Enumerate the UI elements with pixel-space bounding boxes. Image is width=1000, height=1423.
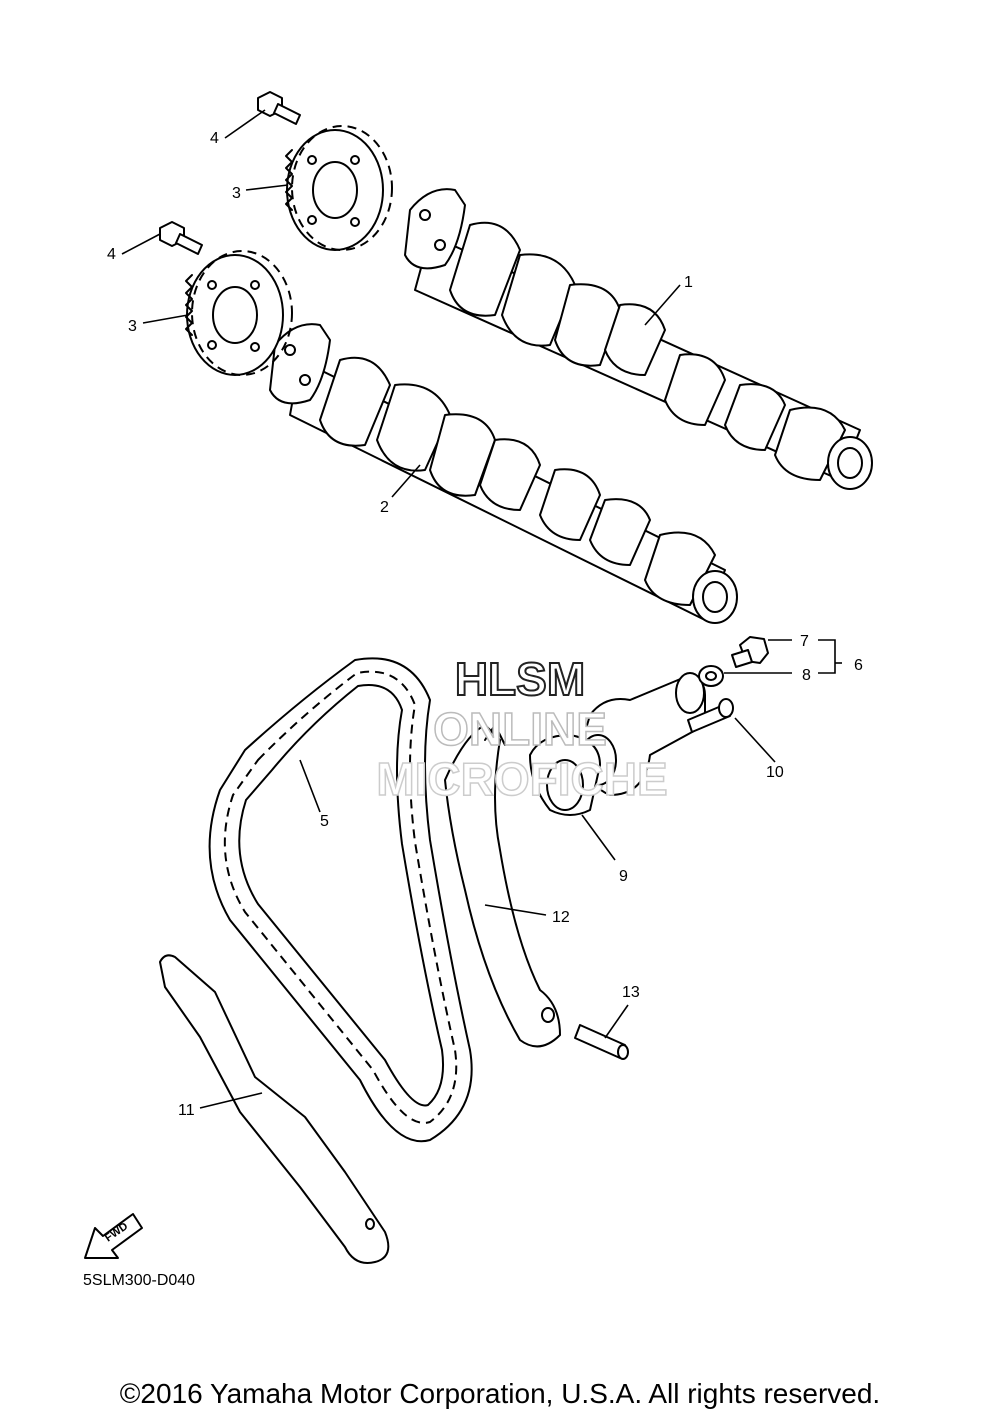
sprocket-bolt-upper [257,91,301,125]
callout-5: 5 [320,813,329,830]
leader-lines [121,109,842,1109]
sprocket-bolt-lower [159,221,203,255]
chain-tensioner-guide [444,724,561,1048]
tensioner-gasket [529,734,601,816]
callout-8: 8 [802,667,811,684]
callout-4-upper: 4 [210,130,219,147]
copyright-notice: ©2016 Yamaha Motor Corporation, U.S.A. A… [119,1378,881,1409]
callout-3-lower: 3 [128,318,137,335]
callout-13: 13 [622,984,640,1001]
callout-12: 12 [552,909,570,926]
watermark-line-3: MICROFICHE [376,753,667,805]
camshaft-lower [269,323,738,624]
callout-2: 2 [380,499,389,516]
guide-pin [574,1024,629,1060]
tensioner-washer [698,665,724,687]
cam-sprocket-upper [285,125,393,251]
chain-guide [159,954,390,1264]
watermark-line-2: ONLINE [433,703,607,755]
callout-3-upper: 3 [232,185,241,202]
diagram-code: 5SLM300-D040 [83,1272,196,1289]
callout-10: 10 [766,764,784,781]
watermark-line-1: HLSM [455,653,585,705]
callout-labels: 1 2 3 3 4 4 5 6 7 8 9 10 11 12 13 [107,130,863,1119]
cam-chain [208,657,473,1143]
tensioner-mount-bolt [687,698,734,733]
callout-6: 6 [854,657,863,674]
camshaft-upper [404,188,873,490]
callout-11: 11 [178,1102,195,1119]
callout-1: 1 [684,274,693,291]
callout-9: 9 [619,868,628,885]
fwd-arrow-icon: FWD [84,1213,143,1259]
watermark: HLSM ONLINE MICROFICHE [376,652,669,806]
tensioner-cap-bolt [731,636,769,668]
cam-sprocket-lower [185,250,293,376]
callout-7: 7 [800,633,809,650]
callout-4-lower: 4 [107,246,116,263]
